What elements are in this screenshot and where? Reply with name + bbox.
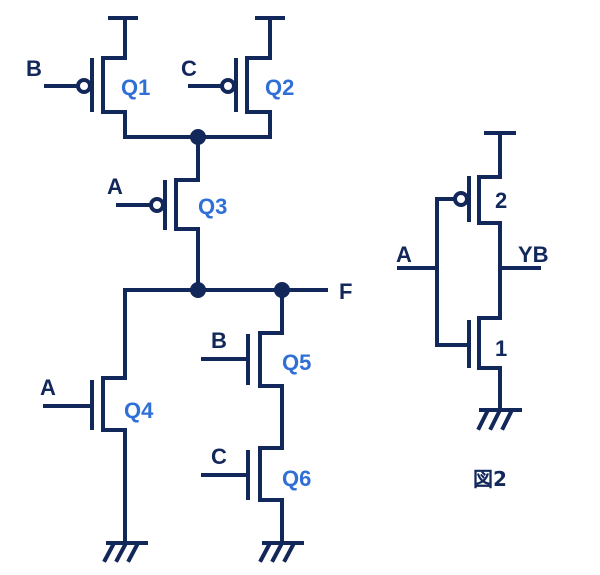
figure-caption: 図2 (473, 467, 507, 491)
transistor-2 (435, 131, 502, 320)
transistor-q1 (44, 16, 138, 139)
transistor-label-q3: Q3 (198, 194, 227, 219)
transistor-q2 (188, 16, 285, 139)
input-label-b-low: B (211, 328, 227, 353)
input-label-b-top: B (26, 56, 42, 81)
output-label-yb: YB (518, 242, 549, 267)
transistor-q6 (201, 446, 304, 563)
input-label-a-mid: A (107, 174, 123, 199)
input-label-a-low: A (40, 375, 56, 400)
junction-output-a (190, 282, 206, 298)
left-circuit: B C A A B C F Q1 Q2 Q3 Q4 Q5 Q6 (26, 16, 352, 563)
transistor-q4 (43, 288, 148, 563)
output-label-f: F (339, 279, 352, 304)
transistor-q5 (201, 288, 284, 388)
input-label-c-top: C (181, 56, 197, 81)
transistor-label-2: 2 (495, 188, 507, 213)
transistor-1 (435, 316, 522, 431)
transistor-label-1: 1 (495, 336, 507, 361)
transistor-label-q1: Q1 (121, 75, 150, 100)
right-circuit: A YB 2 1 図2 (396, 131, 549, 491)
input-label-c-low: C (211, 444, 227, 469)
input-label-a-right: A (396, 242, 412, 267)
transistor-label-q5: Q5 (282, 350, 311, 375)
transistor-label-q2: Q2 (265, 75, 294, 100)
transistor-q3 (116, 135, 200, 292)
transistor-label-q4: Q4 (124, 398, 154, 423)
transistor-label-q6: Q6 (282, 466, 311, 491)
